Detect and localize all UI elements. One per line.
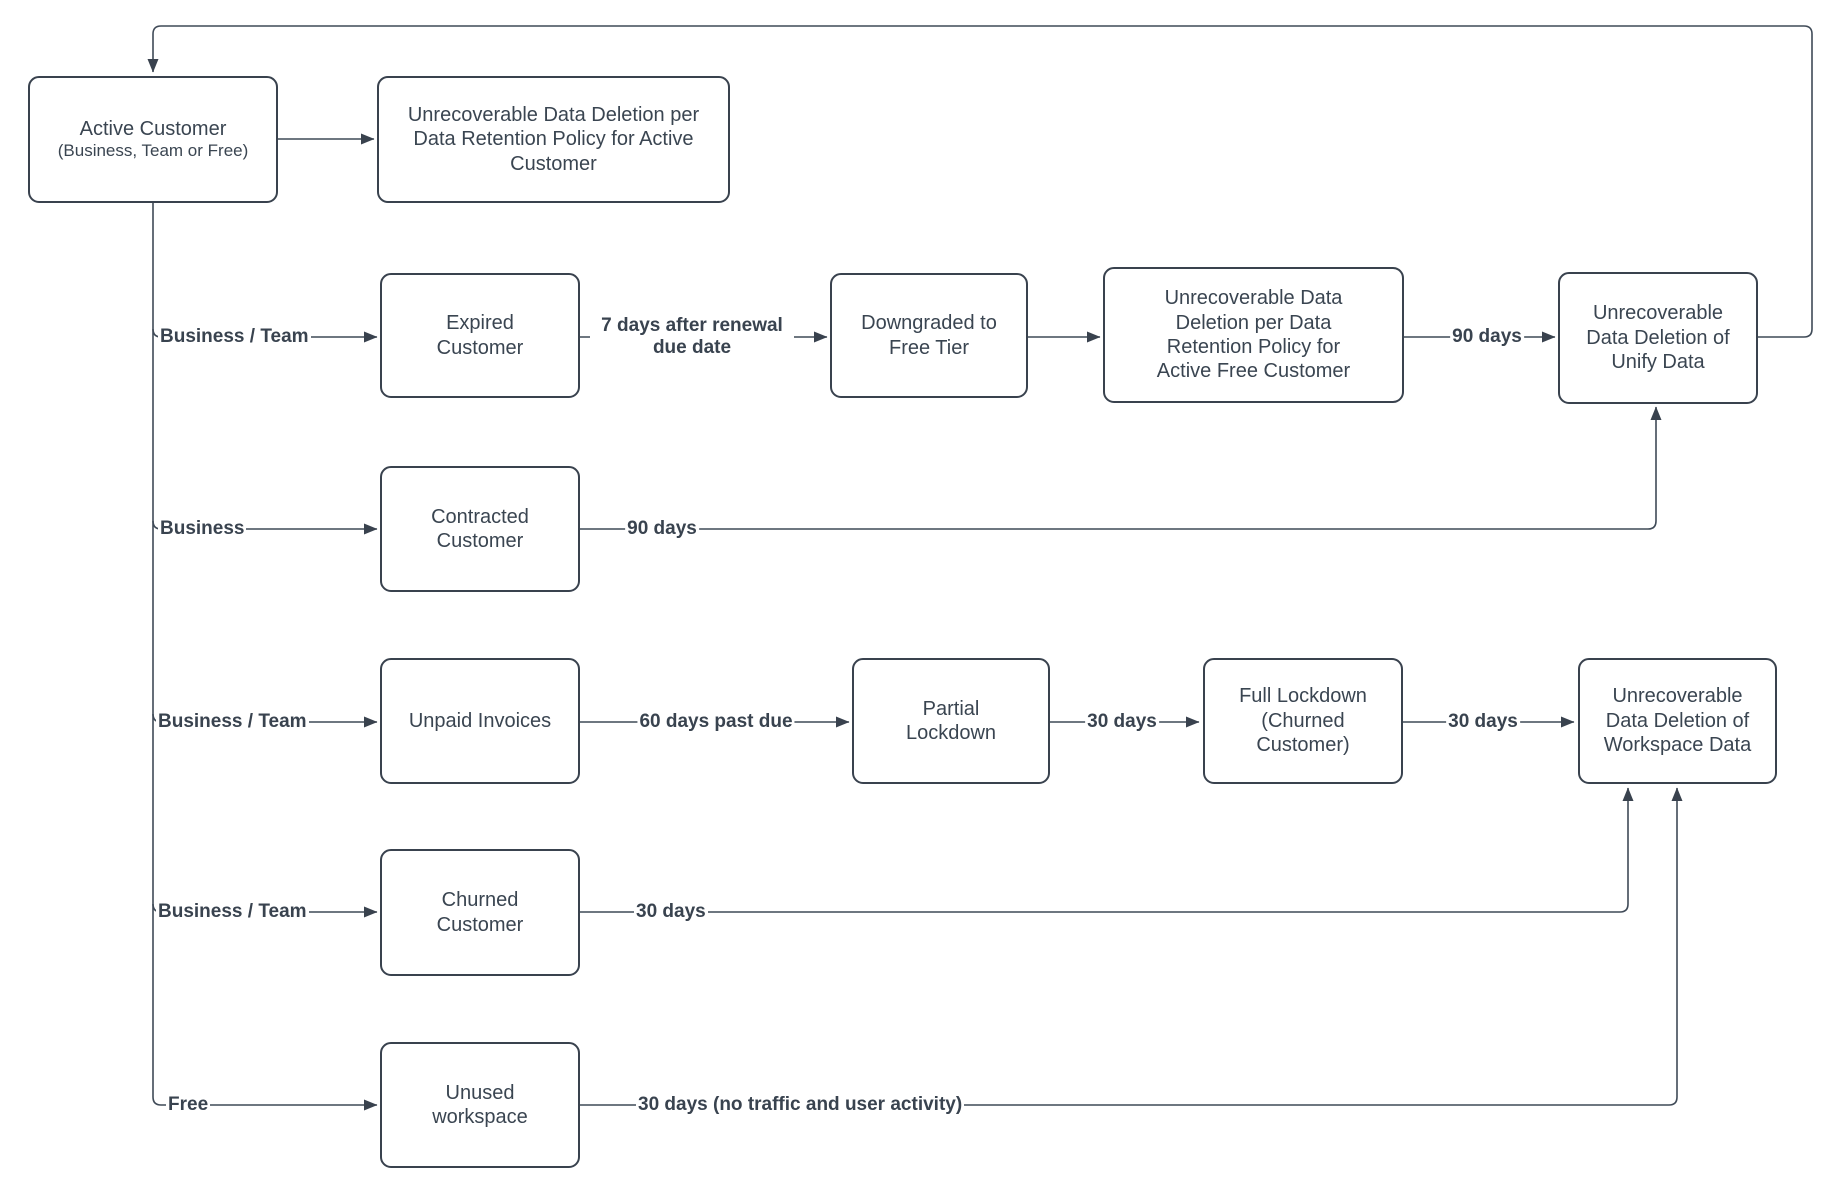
node-downgraded-free-tier: Downgraded to Free Tier: [830, 273, 1028, 398]
edge-unify-to-active-loop: [147, 25, 1813, 338]
node-unify-data-deletion: Unrecoverable Data Deletion of Unify Dat…: [1558, 272, 1758, 404]
node-deletion-active-customer: Unrecoverable Data Deletion per Data Ret…: [377, 76, 730, 203]
edge-label-30-days-partial: 30 days: [1085, 711, 1159, 733]
edge-label-business-team-unpaid: Business / Team: [156, 711, 309, 733]
node-unused-workspace: Unused workspace: [380, 1042, 580, 1168]
edge-label-90-days-contracted: 90 days: [625, 518, 699, 540]
edge-contracted-to-unify: [580, 406, 1662, 530]
edge-label-business-team-churned: Business / Team: [156, 901, 309, 923]
node-partial-lockdown: Partial Lockdown: [852, 658, 1050, 784]
node-workspace-data-deletion: Unrecoverable Data Deletion of Workspace…: [1578, 658, 1777, 784]
edge-label-60-days-past-due: 60 days past due: [637, 711, 795, 733]
edge-label-business-team-expired: Business / Team: [158, 326, 311, 348]
node-active-customer-title: Active Customer: [79, 117, 227, 140]
edge-label-30-days-churned: 30 days: [634, 901, 708, 923]
node-deletion-active-free-customer: Unrecoverable Data Deletion per Data Ret…: [1103, 267, 1404, 403]
edge-churned-to-workspace-deletion: [580, 787, 1634, 913]
node-unpaid-invoices: Unpaid Invoices: [380, 658, 580, 784]
edge-label-30-days-unused: 30 days (no traffic and user activity): [636, 1094, 965, 1116]
node-contracted-customer: Contracted Customer: [380, 466, 580, 592]
edge-label-free-unused: Free: [166, 1094, 211, 1116]
node-churned-customer: Churned Customer: [380, 849, 580, 976]
node-full-lockdown: Full Lockdown (Churned Customer): [1203, 658, 1403, 784]
edge-unused-to-workspace-deletion: [580, 787, 1683, 1106]
node-expired-customer: Expired Customer: [380, 273, 580, 398]
node-active-customer-subtitle: (Business, Team or Free): [57, 141, 249, 161]
edge-label-7-days-after-renewal: 7 days after renewal due date: [590, 315, 794, 359]
edge-label-30-days-full: 30 days: [1446, 711, 1520, 733]
edge-label-business-contracted: Business: [158, 518, 247, 540]
node-active-customer: Active Customer (Business, Team or Free): [28, 76, 278, 203]
edge-trunk-and-free-branch: [152, 203, 378, 1111]
edge-label-90-days-free: 90 days: [1450, 326, 1524, 348]
